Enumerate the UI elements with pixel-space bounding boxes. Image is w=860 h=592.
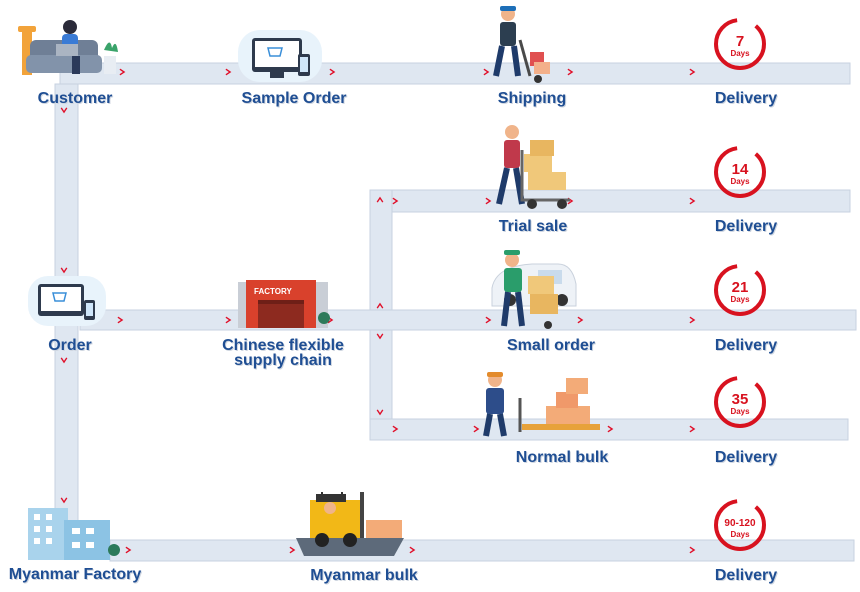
badge-value: 14 [732, 161, 749, 178]
label-delivery-3: Delivery [714, 337, 778, 354]
label-myanmar-bulk: Myanmar bulk [310, 567, 418, 584]
label-sample-order: Sample Order [241, 90, 347, 107]
badge-unit: Days [730, 49, 750, 58]
badge-value: 21 [732, 279, 749, 296]
myanmar-bulk-forklift-icon [296, 492, 404, 556]
normal-bulk-pallet-icon [483, 372, 600, 437]
badge-value: 90-120 [724, 518, 756, 529]
label-chinese-supply-chain: Chinese flexible supply chain [222, 337, 344, 369]
delivery-badges: 7 Days 14 Days 21 Days 35 Days 90-120 [714, 18, 766, 551]
label-customer: Customer [37, 90, 113, 107]
badge-unit: Days [730, 177, 750, 186]
badge-unit: Days [730, 407, 750, 416]
factory-sign: FACTORY [254, 287, 292, 296]
sample-order-computer-icon [238, 30, 322, 82]
label-normal-bulk: Normal bulk [515, 449, 609, 466]
label-delivery-2: Delivery [714, 218, 778, 235]
label-delivery-4: Delivery [714, 449, 778, 466]
track-bulk-row [369, 418, 849, 441]
label-delivery-1: Delivery [714, 90, 778, 107]
delivery-badge-14-days: 14 Days [714, 146, 766, 198]
label-trial-sale: Trial sale [498, 218, 568, 235]
badge-value: 35 [732, 391, 749, 408]
label-shipping: Shipping [497, 90, 567, 107]
customer-sofa-icon [18, 20, 118, 75]
delivery-badge-35-days: 35 Days [714, 376, 766, 428]
delivery-badge-21-days: 21 Days [714, 264, 766, 316]
badge-unit: Days [730, 530, 750, 539]
badge-unit: Days [730, 295, 750, 304]
label-small-order: Small order [506, 337, 596, 354]
order-computer-icon [28, 276, 106, 326]
small-order-van-icon [491, 250, 577, 329]
delivery-badge-7-days: 7 Days [714, 18, 766, 70]
badge-value: 7 [736, 33, 744, 50]
chinese-factory-icon: FACTORY [238, 280, 330, 328]
myanmar-factory-building-icon [28, 508, 120, 560]
shipping-person-icon [493, 6, 550, 83]
track-trial-row [369, 189, 851, 213]
label-order: Order [48, 337, 92, 354]
trial-sale-person-icon [496, 125, 570, 209]
label-delivery-5: Delivery [714, 567, 778, 584]
label-myanmar-factory: Myanmar Factory [8, 566, 142, 583]
delivery-badge-90-120-days: 90-120 Days [714, 499, 766, 551]
